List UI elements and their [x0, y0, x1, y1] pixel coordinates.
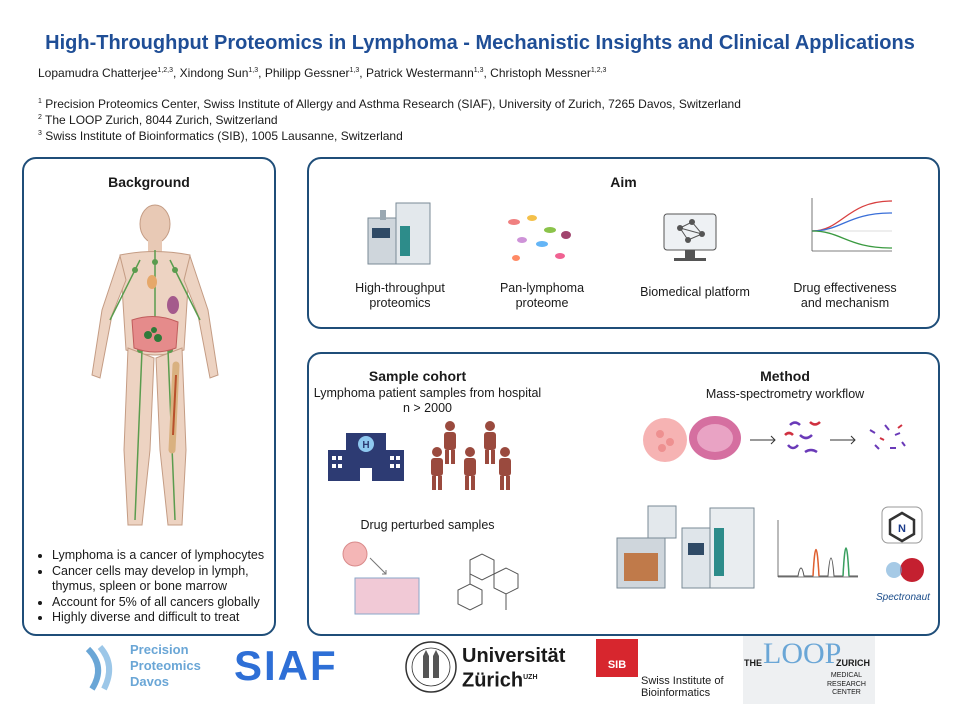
spectronaut-logo-icon: [886, 558, 924, 582]
siaf-logo: SIAF: [234, 642, 338, 689]
ppc-wave-icon: [85, 645, 113, 691]
spectronaut-logo-text: Spectronaut: [876, 592, 930, 603]
affiliation-1: 1 Precision Proteomics Center, Swiss Ins…: [38, 97, 741, 111]
cell-types-icon: [508, 215, 571, 261]
chromatogram-icon: [777, 520, 858, 578]
poster-title: High-Throughput Proteomics in Lymphoma -…: [45, 32, 915, 54]
drug-perturbed-label: Drug perturbed samples: [360, 518, 495, 532]
mass-spectrometer-icon: [367, 202, 431, 265]
affiliation-2: 2 The LOOP Zurich, 8044 Zurich, Switzerl…: [38, 113, 278, 127]
dose-response-plot-icon: [811, 198, 893, 252]
affiliation-3: 3 Swiss Institute of Bioinformatics (SIB…: [38, 129, 403, 143]
list-item: Cancer cells may develop in lymph, thymu…: [52, 564, 292, 595]
author-name: Philipp Gessner: [264, 66, 350, 80]
patients-icon: [431, 421, 511, 490]
aim-heading: Aim: [610, 174, 637, 190]
human-anatomy-illustration: [91, 204, 219, 526]
cohort-heading: Sample cohort: [368, 368, 467, 384]
author-name: Patrick Westermann: [365, 66, 474, 80]
chemical-structure-icon: [457, 553, 519, 611]
background-bullet-list: Lymphoma is a cancer of lymphocytes Canc…: [32, 548, 292, 626]
ms-workflow-diagram: [643, 416, 906, 462]
aim-item-3: Biomedical platform: [640, 285, 750, 299]
monitor-network-icon: [663, 213, 717, 261]
author-list: Lopamudra Chatterjee1,2,3, Xindong Sun1,…: [38, 66, 607, 80]
svg-text:H: H: [362, 440, 369, 451]
uzh-logo-text: Universität ZürichUZH: [462, 645, 566, 692]
method-heading: Method: [760, 368, 810, 384]
hospital-icon: H: [328, 433, 404, 481]
author-name: Xindong Sun: [179, 66, 249, 80]
svg-text:N: N: [898, 523, 906, 535]
author-name: Lopamudra Chatterjee: [38, 66, 158, 80]
background-heading: Background: [108, 174, 190, 190]
software-logo-icon: N: [881, 506, 923, 544]
author-name: Christoph Messner: [490, 66, 591, 80]
sib-badge: SIB: [596, 639, 638, 677]
list-item: Account for 5% of all cancers globally: [52, 595, 292, 611]
list-item: Highly diverse and difficult to treat: [52, 610, 292, 626]
uzh-seal-icon: [405, 641, 457, 693]
method-subheading: Mass-spectrometry workflow: [705, 387, 865, 401]
list-item: Lymphoma is a cancer of lymphocytes: [52, 548, 292, 564]
lc-ms-instrument-icon: [616, 505, 755, 589]
well-plate-icon: [342, 541, 420, 615]
